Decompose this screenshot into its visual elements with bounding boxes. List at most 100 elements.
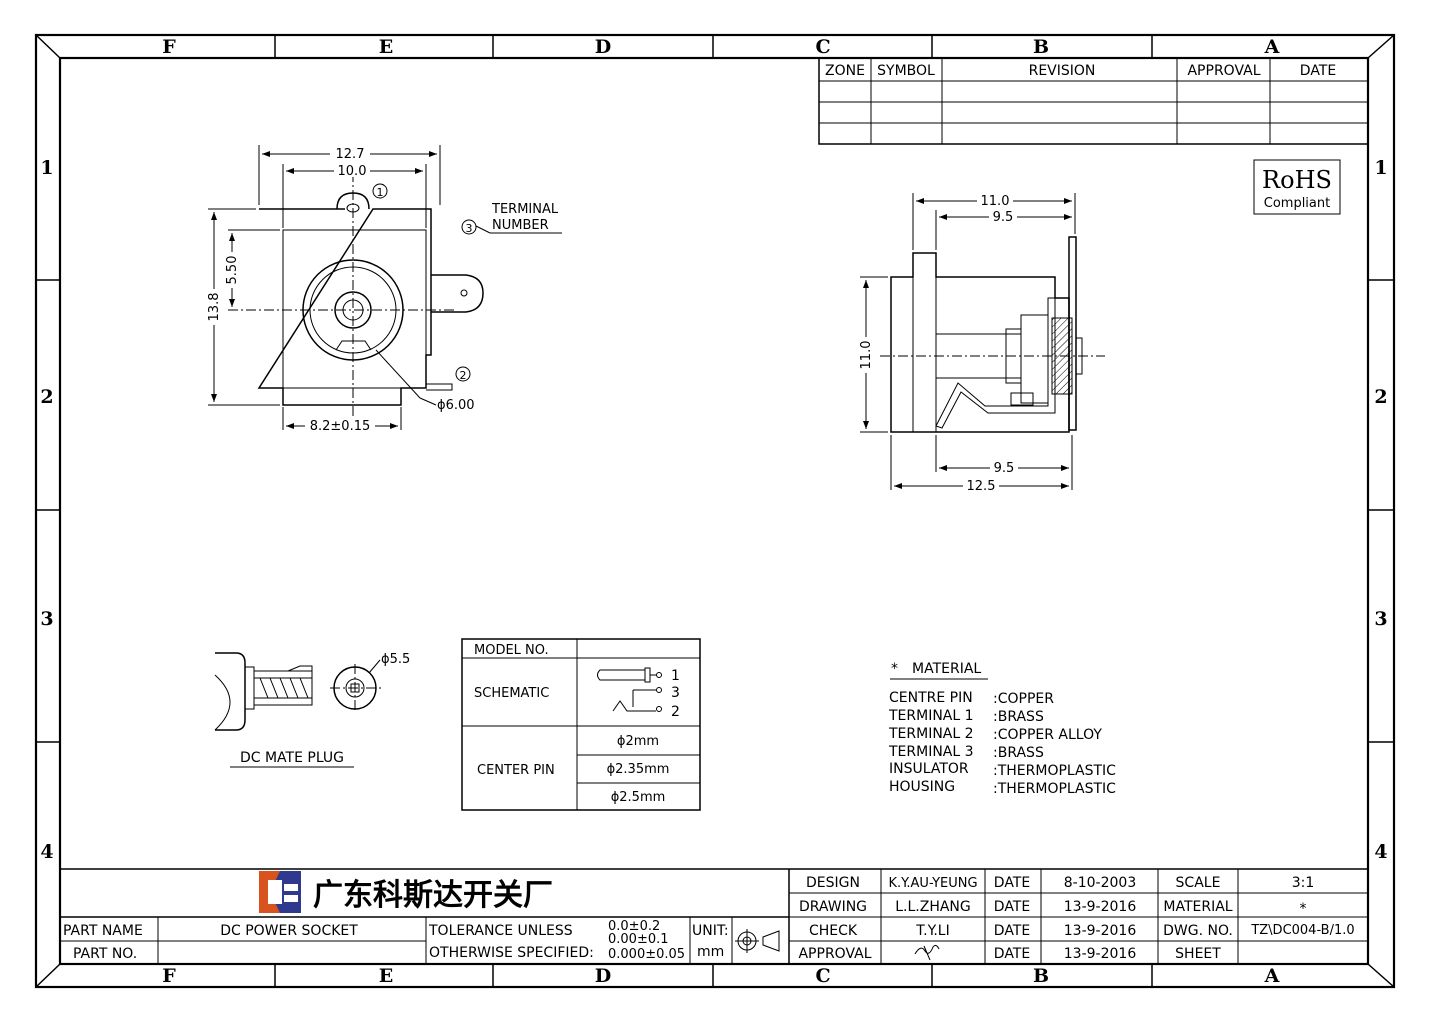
dim-width-inner: 10.0	[338, 164, 367, 179]
name-drawing: L.L.ZHANG	[895, 899, 971, 915]
zone-row-1-right: 1	[1374, 157, 1387, 179]
zone-col-d-bottom: D	[595, 965, 611, 987]
sheet-frame: F E D C B A F E D C B A 1 2 3 4 1 2 3 4	[34, 33, 1396, 989]
center-pin-option-1: ϕ2mm	[617, 734, 659, 749]
company-name: 广东科斯达开关厂	[313, 878, 553, 913]
projection-symbol-icon	[735, 929, 780, 953]
date-label-design: DATE	[994, 875, 1030, 891]
unit-value: mm	[697, 944, 724, 960]
zone-col-c-bottom: C	[815, 965, 830, 987]
value-dwg-no: TZ\DC004-B/1.0	[1250, 923, 1354, 938]
model-table: MODEL NO. SCHEMATIC CENTER PIN 1 3 2 ϕ2m…	[461, 638, 701, 811]
rohs-subtitle: Compliant	[1264, 196, 1330, 211]
callout-terminal-3: 3	[466, 222, 473, 235]
zone-col-d-top: D	[595, 36, 611, 58]
key-sheet: SHEET	[1175, 946, 1221, 962]
dim-side-top-inner: 9.5	[993, 210, 1014, 225]
value-scale: 3:1	[1292, 875, 1315, 891]
material-part: TERMINAL 3	[888, 744, 974, 760]
dim-side-bottom-inner: 9.5	[994, 461, 1015, 476]
zone-col-f-top: F	[162, 36, 176, 58]
part-no-label: PART NO.	[73, 946, 137, 962]
center-pin-option-3: ϕ2.5mm	[611, 790, 666, 805]
title-block: 广东科斯达开关厂 PART NAME DC POWER SOCKET PART …	[60, 868, 1368, 964]
tolerance-line2: OTHERWISE SPECIFIED:	[429, 945, 594, 961]
material-value: :COPPER	[993, 691, 1054, 707]
material-value: :BRASS	[993, 709, 1044, 725]
zone-row-3-right: 3	[1374, 608, 1387, 630]
unit-label: UNIT:	[692, 923, 729, 939]
zone-row-3-left: 3	[40, 608, 53, 630]
front-view: 12.7 10.0 1 TERMINAL NUMBER 3 2 13.8 5	[205, 145, 562, 434]
company-logo	[259, 871, 301, 913]
zone-col-b-top: B	[1033, 36, 1049, 58]
dim-base-width: 8.2±0.15	[310, 419, 371, 434]
tolerance-line1: TOLERANCE UNLESS	[428, 923, 573, 939]
role-approval: APPROVAL	[798, 946, 871, 962]
material-part: CENTRE PIN	[889, 690, 973, 706]
schematic-pin-3: 3	[671, 685, 680, 701]
rev-header-symbol: SYMBOL	[877, 63, 935, 79]
zone-row-2-left: 2	[40, 386, 53, 408]
material-part: INSULATOR	[889, 761, 969, 777]
date-design: 8-10-2003	[1064, 875, 1136, 891]
material-value: :BRASS	[993, 745, 1044, 761]
date-label-check: DATE	[994, 923, 1030, 939]
material-part: TERMINAL 2	[888, 726, 974, 742]
date-approval: 13-9-2016	[1064, 946, 1137, 962]
rev-header-approval: APPROVAL	[1187, 63, 1260, 79]
dim-width-outer: 12.7	[336, 147, 365, 162]
part-name-value: DC POWER SOCKET	[220, 923, 358, 939]
date-drawing: 13-9-2016	[1064, 899, 1137, 915]
rev-header-date: DATE	[1300, 63, 1336, 79]
revision-table: ZONE SYMBOL REVISION APPROVAL DATE	[818, 57, 1369, 145]
callout-terminal-1: 1	[377, 186, 384, 199]
plug-diameter: ϕ5.5	[381, 652, 410, 667]
material-part: HOUSING	[889, 779, 955, 795]
dim-center-height: 5.50	[225, 256, 240, 285]
role-check: CHECK	[809, 923, 858, 939]
rohs-title: RoHS	[1262, 166, 1332, 194]
material-title: MATERIAL	[912, 661, 981, 677]
material-value: :THERMOPLASTIC	[993, 781, 1116, 797]
key-dwg-no: DWG. NO.	[1163, 923, 1233, 939]
schematic-pin-1: 1	[671, 668, 680, 684]
dim-hole-diameter: ϕ6.00	[437, 398, 475, 413]
zone-col-f-bottom: F	[162, 965, 176, 987]
name-design: K.Y.AU-YEUNG	[888, 876, 977, 891]
dim-side-top-outer: 11.0	[981, 194, 1010, 209]
tolerance-three-decimal: 0.000±0.05	[608, 947, 685, 962]
mate-plug: ϕ5.5 DC MATE PLUG	[214, 652, 410, 768]
zone-row-4-left: 4	[40, 841, 53, 863]
dim-side-height: 11.0	[859, 341, 874, 370]
material-rows: CENTRE PIN :COPPER TERMINAL 1 :BRASS TER…	[888, 690, 1116, 797]
part-name-label: PART NAME	[63, 923, 143, 939]
zone-row-1-left: 1	[40, 157, 53, 179]
center-pin-label: CENTER PIN	[477, 763, 555, 778]
model-no-label: MODEL NO.	[474, 643, 549, 658]
center-pin-option-2: ϕ2.35mm	[607, 762, 670, 777]
zone-col-c-top: C	[815, 36, 830, 58]
rev-header-zone: ZONE	[825, 63, 865, 79]
role-drawing: DRAWING	[799, 899, 867, 915]
rev-header-revision: REVISION	[1029, 63, 1096, 79]
dim-side-bottom-outer: 12.5	[967, 479, 996, 494]
mate-plug-label: DC MATE PLUG	[240, 750, 344, 766]
zone-col-e-bottom: E	[379, 965, 393, 987]
material-value: :THERMOPLASTIC	[993, 763, 1116, 779]
name-check: T.Y.LI	[915, 923, 949, 939]
side-view: 11.0 9.5 11.0 9.5 12.5	[857, 193, 1105, 494]
material-value: :COPPER ALLOY	[993, 727, 1102, 743]
terminal-label-line1: TERMINAL	[491, 202, 559, 217]
schematic-pin-2: 2	[671, 704, 680, 720]
zone-col-e-top: E	[379, 36, 393, 58]
rohs-badge: RoHS Compliant	[1253, 159, 1341, 215]
value-material: *	[1300, 901, 1307, 917]
tolerance-one-decimal: 0.0±0.2	[608, 919, 660, 934]
zone-row-2-right: 2	[1374, 386, 1387, 408]
schematic-label: SCHEMATIC	[474, 686, 549, 701]
zone-col-b-bottom: B	[1033, 965, 1049, 987]
material-list: * MATERIAL CENTRE PIN :COPPER TERMINAL 1…	[888, 661, 1116, 797]
zone-col-a-top: A	[1264, 36, 1280, 58]
